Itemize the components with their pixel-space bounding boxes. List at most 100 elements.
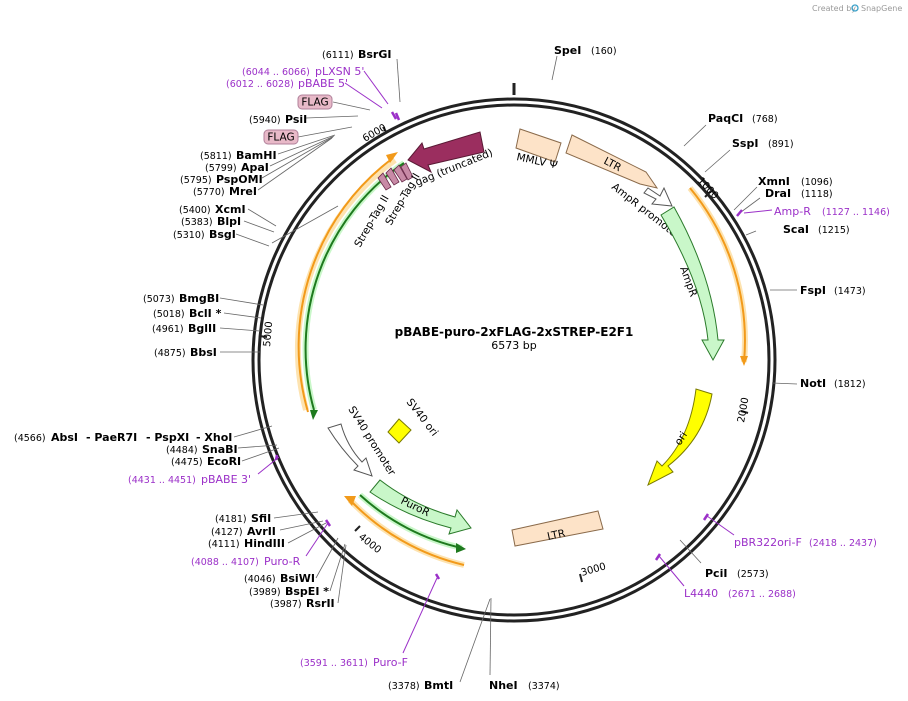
credit-prefix: Created by [812,4,856,13]
leader-flag1 [332,101,371,111]
leader-sfii [273,511,319,519]
leader-nhei [489,597,492,676]
enzyme-bmgbi-pos: (5073) [143,294,175,305]
orf-left-green-arc [304,162,405,411]
enzyme-pspxi-dash: - [146,431,154,444]
enzyme-absi-pos: (4566) [14,433,46,444]
primer-puror-pos: (4088 .. 4107) [191,557,259,568]
primer-plxsn-name: pLXSN 5' [315,65,364,78]
leader-bamhi [277,134,336,155]
primer-ampr-name: Amp-R [774,205,811,218]
feature-mmlv-box [515,128,562,163]
enzyme-rsrii-name: RsrII [306,597,335,610]
enzyme-xmni-pos: (1096) [801,177,833,188]
ampr-orf-arrowhead [740,356,748,366]
enzyme-bsrgi-pos: (6111) [322,50,354,61]
flag-tag-1-label: FLAG [301,97,328,109]
feature-strep-tag-2 [385,167,400,186]
enzyme-scai-name: ScaI [783,223,809,236]
leader-bcli [223,312,262,319]
feature-gag-arrow [407,131,485,174]
enzyme-pcii-name: PciI [705,567,727,580]
enzyme-snabi-pos: (4484) [166,445,198,456]
puro-orf-green-arc [359,494,463,549]
enzyme-xhoi-dash: - [196,431,204,444]
primer-leader-plxsn [363,70,389,105]
puro-orf-orange-arc [349,499,465,566]
primer-mark-l4440 [654,553,662,561]
enzyme-xhoi-name: - XhoI [196,431,232,444]
enzyme-pcii-pos: (2573) [737,569,769,580]
leader-spei [551,55,558,81]
enzyme-ecori-name: EcoRI [207,455,241,468]
enzyme-noti-pos: (1812) [834,379,866,390]
leader-absi [233,425,273,438]
primer-ampr-pos: (1127 .. 1146) [822,207,890,218]
enzyme-bmgbi-name: BmgBI [179,292,219,305]
plasmid-title: pBABE-puro-2xFLAG-2xSTREP-E2F1 [395,325,634,339]
leader-noti [771,382,798,385]
leader-bglii [219,327,261,332]
leader-bspei [329,543,346,592]
primer-mark-pbabe3 [274,454,279,461]
primer-mark-plxsn [390,111,398,120]
leader-apai [269,135,335,167]
tick-4000 [354,525,361,532]
enzyme-labels-bottom: NheI (3374) BmtI (3378) RsrII (3987) Bsp… [208,512,560,692]
primer-pbr322ori-pos: (2418 .. 2437) [809,538,877,549]
leader-hindiii [287,522,327,544]
leader-ecori [241,447,280,462]
feature-ltr-bottom-box [511,510,604,547]
primer-leader-ampr [743,209,773,214]
tick-label-5000: 5000 [262,321,275,347]
enzyme-paer7i-name: - PaeR7I [86,431,137,444]
enzyme-paqci-pos: (768) [752,114,778,125]
feature-ampr-promoter-arrow [643,186,673,207]
enzyme-apai-pos: (5799) [205,163,237,174]
feature-sv40-promoter-arrow [327,423,373,477]
primer-pbabe3-name: pBABE 3' [201,473,251,486]
enzyme-bsiwi-pos: (4046) [244,574,276,585]
enzyme-xmni-name: XmnI [758,175,790,188]
primer-l4440-pos: (2671 .. 2688) [728,589,796,600]
primer-pbabe3-pos: (4431 .. 4451) [128,475,196,486]
primer-leader-pbabe5 [344,82,383,109]
leader-avrii [279,520,324,531]
tick-1000 [704,190,712,198]
primer-binding-marks [274,111,743,580]
primer-plxsn-pos: (6044 .. 6066) [242,67,310,78]
enzyme-pspxi-text: PspXI [154,431,189,444]
enzyme-labels-left: EcoRI (4475) SnaBI (4484) AbsI (4566) - … [14,48,391,468]
enzyme-bamhi-pos: (5811) [200,151,232,162]
feature-sv40-promoter-label: SV40 promoter [345,404,398,478]
tick-label-3000: 3000 [580,561,607,579]
leader-rsrii [337,544,347,604]
enzyme-mrei-name: MreI [229,185,257,198]
backbone-inner-strand [257,103,771,617]
enzyme-bsrgi-name: BsrGI [358,48,391,61]
enzyme-nhei-name: NheI [489,679,518,692]
enzyme-leader-lines [219,55,798,683]
primer-mark-puror [324,519,332,527]
leader-xcmi [247,208,277,227]
enzyme-snabi-name: SnaBI [202,443,238,456]
leader-xmni [733,186,758,211]
tick-label-2000: 2000 [736,397,751,424]
enzyme-nhei-pos: (3374) [528,681,560,692]
enzyme-mrei-pos: (5770) [193,187,225,198]
enzyme-psii-name: PsiI [285,113,307,126]
primer-puror-name: Puro-R [264,555,301,568]
enzyme-rsrii-pos: (3987) [270,599,302,610]
primer-pbr322ori-name: pBR322ori-F [734,536,802,549]
plasmid-length: 6573 bp [491,339,536,352]
feature-ampr-arrow [660,206,725,362]
enzyme-pspomi-pos: (5795) [180,175,212,186]
enzyme-fspi-name: FspI [800,284,826,297]
enzyme-bcli-pos: (5018) [153,309,185,320]
enzyme-hindiii-name: HindIII [244,537,285,550]
enzyme-xhoi-text: XhoI [204,431,232,444]
enzyme-bmti-pos: (3378) [388,681,420,692]
feature-strep-tag-1 [377,172,392,191]
